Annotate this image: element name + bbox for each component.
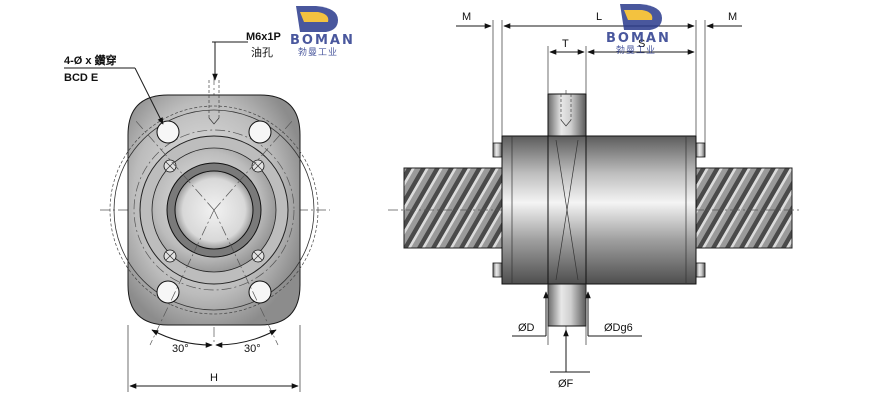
mounting-hole (156, 280, 180, 304)
flange-outer-circle (113, 109, 315, 311)
front-view: 30° 30° H 4-Ø x 鑽穿 BCD E M6x1P 油孔 (64, 31, 330, 392)
angle-arc-left (151, 329, 213, 348)
t-label: T (562, 38, 569, 50)
angle-left-label: 30° (172, 343, 189, 355)
bcd-label: BCD E (64, 72, 98, 84)
bolt-stub (492, 262, 503, 278)
nut-body-left (501, 135, 549, 285)
hole-centerline (134, 119, 215, 211)
nut-spigot (547, 283, 587, 327)
logo-text: BOMAN (290, 33, 355, 48)
m-right-label: M (728, 11, 737, 23)
mounting-hole (156, 120, 180, 144)
m-left-label: M (462, 11, 471, 23)
side-view: M L M T S ØD ØDg6 ØF (388, 11, 802, 390)
logo-text: BOMAN (606, 31, 671, 46)
holes-leader (134, 67, 164, 125)
brand-logo-left: BOMAN 勃曼工业 (290, 6, 355, 58)
outer-pitch-circle (109, 105, 319, 315)
bolt-stub (492, 142, 503, 158)
screw-shaft-right (695, 167, 793, 249)
bcd-circle (133, 129, 295, 291)
dg6-label: ØDg6 (604, 322, 633, 334)
logo-subtitle: 勃曼工业 (616, 44, 656, 56)
angle-ref-line-right (213, 209, 279, 346)
d-label: ØD (518, 322, 535, 334)
mounting-hole (248, 120, 272, 144)
holes-label: 4-Ø x 鑽穿 (64, 53, 117, 67)
l-label: L (596, 11, 602, 23)
angle-arc-right (215, 329, 277, 348)
f-label: ØF (558, 378, 574, 390)
angle-right-label: 30° (244, 343, 261, 355)
screw-shaft-left (403, 167, 505, 249)
mounting-holes (156, 120, 272, 304)
angle-ref-line-left (149, 209, 215, 346)
nut-body-right (585, 135, 697, 285)
brand-logo-right: BOMAN 勃曼工业 (606, 4, 671, 56)
bolt-stub (695, 262, 706, 278)
oil-boss (547, 93, 587, 137)
mounting-hole (248, 280, 272, 304)
logo-subtitle: 勃曼工业 (298, 46, 338, 58)
oil-hole-label: 油孔 (251, 45, 273, 59)
s-label: S (638, 38, 645, 50)
oil-hole (208, 80, 220, 125)
width-h-label: H (210, 372, 218, 384)
bolt-stub (695, 142, 706, 158)
oil-thread-label: M6x1P (246, 31, 281, 43)
hole-centerline (213, 119, 294, 211)
